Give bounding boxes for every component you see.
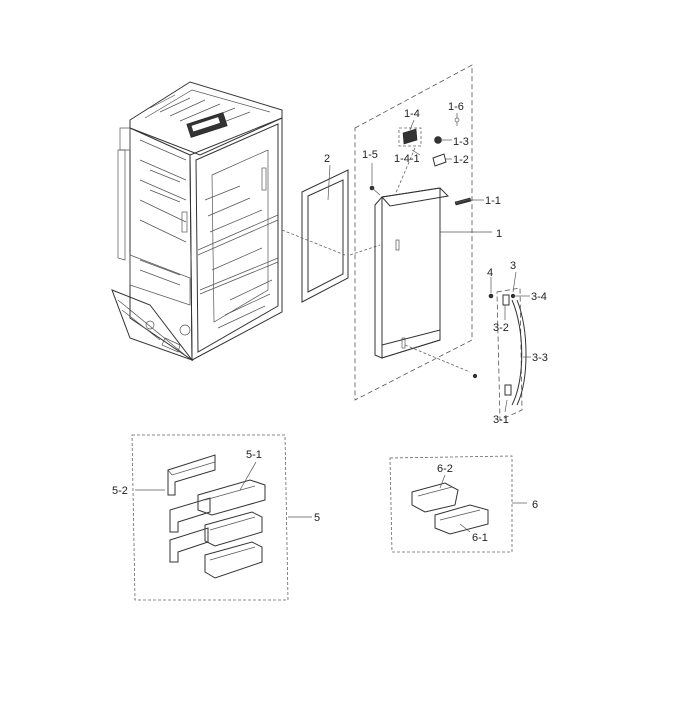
label-1: 1: [496, 228, 502, 240]
label-6-2: 6-2: [437, 463, 453, 475]
section-5: [131, 434, 289, 601]
part-labels: 2 1-5 1-4 1-6 1-3 1-4-1 1-2 1-1 1 4 3 3-…: [112, 101, 548, 544]
refrigerator-door: [374, 187, 450, 359]
label-1-4-1: 1-4-1: [394, 153, 420, 165]
label-1-1: 1-1: [485, 195, 501, 207]
label-3-3: 3-3: [532, 352, 548, 364]
door-bin-5-1: [197, 479, 266, 579]
label-1-6: 1-6: [448, 101, 464, 113]
door-bin-5-2: [167, 454, 216, 563]
label-3-1: 3-1: [493, 414, 509, 426]
label-6: 6: [532, 499, 538, 511]
label-1-2: 1-2: [453, 154, 469, 166]
label-3-4: 3-4: [531, 291, 547, 303]
label-6-1: 6-1: [472, 532, 488, 544]
label-1-4: 1-4: [404, 108, 420, 120]
label-1-3: 1-3: [453, 136, 469, 148]
label-5-1: 5-1: [246, 449, 262, 461]
door-handle: [488, 287, 527, 421]
label-5: 5: [314, 512, 320, 524]
leader-lines: [135, 113, 531, 533]
label-1-5: 1-5: [362, 149, 378, 161]
label-4: 4: [487, 267, 493, 279]
label-3: 3: [510, 260, 516, 272]
section-6: [389, 455, 513, 553]
label-2: 2: [324, 153, 330, 165]
hinge-parts: [369, 117, 478, 379]
door-assembly-boundary: [354, 64, 473, 401]
label-3-2: 3-2: [493, 322, 509, 334]
refrigerator-cabinet: [111, 81, 283, 362]
door-gasket: [301, 169, 349, 303]
label-5-2: 5-2: [112, 485, 128, 497]
